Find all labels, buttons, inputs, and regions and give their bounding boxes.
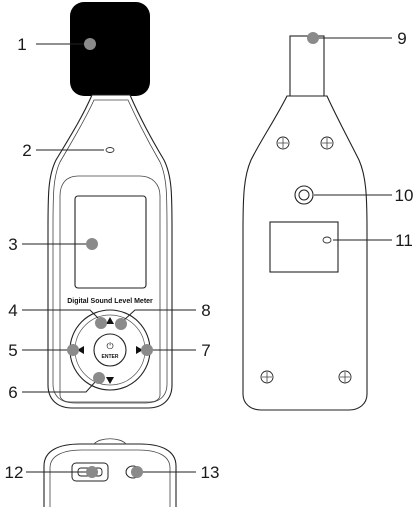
callout-number-4: 4 xyxy=(8,301,17,320)
leader-6 xyxy=(22,380,97,393)
leader-dot-9 xyxy=(307,32,319,44)
windscreen xyxy=(70,2,150,96)
callout-number-1: 1 xyxy=(17,35,26,54)
power-icon: ⏻ xyxy=(106,341,113,352)
rear-view xyxy=(242,35,368,411)
power-enter-button[interactable] xyxy=(93,333,127,367)
leader-dot-4 xyxy=(95,317,107,329)
screw-bottom-left xyxy=(260,370,274,384)
leader-8 xyxy=(123,309,196,321)
front-body-inner xyxy=(52,99,168,404)
leader-dot-3 xyxy=(86,238,98,250)
leader-dot-5 xyxy=(67,344,79,356)
leader-4 xyxy=(22,309,101,321)
leader-dot-1 xyxy=(84,38,96,50)
callout-number-3: 3 xyxy=(8,235,17,254)
indicator xyxy=(105,147,115,153)
bottom-body-inner xyxy=(49,449,171,507)
screw-bottom-right xyxy=(338,370,352,384)
callout-number-6: 6 xyxy=(8,383,17,402)
keypad: ⏻ ENTER xyxy=(69,309,151,391)
callout-number-11: 11 xyxy=(395,231,413,250)
left-button[interactable] xyxy=(77,346,84,354)
bottom-view xyxy=(43,438,177,507)
callout-number-8: 8 xyxy=(201,301,210,320)
leader-dot-12 xyxy=(86,466,98,478)
down-button[interactable] xyxy=(106,377,114,384)
callout-number-12: 12 xyxy=(5,463,24,482)
rear-microphone-neck xyxy=(289,35,325,99)
battery-cover-label xyxy=(269,221,339,273)
screw-top-right xyxy=(320,136,334,150)
callout-number-9: 9 xyxy=(397,29,406,48)
bottom-body xyxy=(43,443,177,507)
callout-numbers: 1 2 3 4 5 6 7 8 9 10 11 12 13 xyxy=(5,29,414,482)
leader-dot-7 xyxy=(141,344,153,356)
tripod-mount xyxy=(294,185,314,205)
right-button[interactable] xyxy=(136,346,143,354)
front-panel xyxy=(59,175,161,403)
callout-number-7: 7 xyxy=(201,341,210,360)
callout-number-2: 2 xyxy=(22,141,31,160)
display-screen xyxy=(74,195,147,289)
callout-number-5: 5 xyxy=(8,341,17,360)
leader-dot-6 xyxy=(93,372,105,384)
bottom-ridge xyxy=(93,438,127,445)
enter-label: ENTER xyxy=(102,354,119,360)
screw-top-left xyxy=(276,136,290,150)
callout-number-10: 10 xyxy=(395,186,414,205)
device-brand-text: Digital Sound Level Meter xyxy=(67,298,153,305)
front-view: Digital Sound Level Meter ⏻ ENTER xyxy=(47,2,173,409)
callout-leaders xyxy=(22,32,392,478)
callout-number-13: 13 xyxy=(201,463,220,482)
up-button[interactable] xyxy=(106,317,114,324)
leader-dot-13 xyxy=(131,466,143,478)
battery-cover-latch xyxy=(322,236,332,244)
leader-dot-8 xyxy=(115,318,127,330)
